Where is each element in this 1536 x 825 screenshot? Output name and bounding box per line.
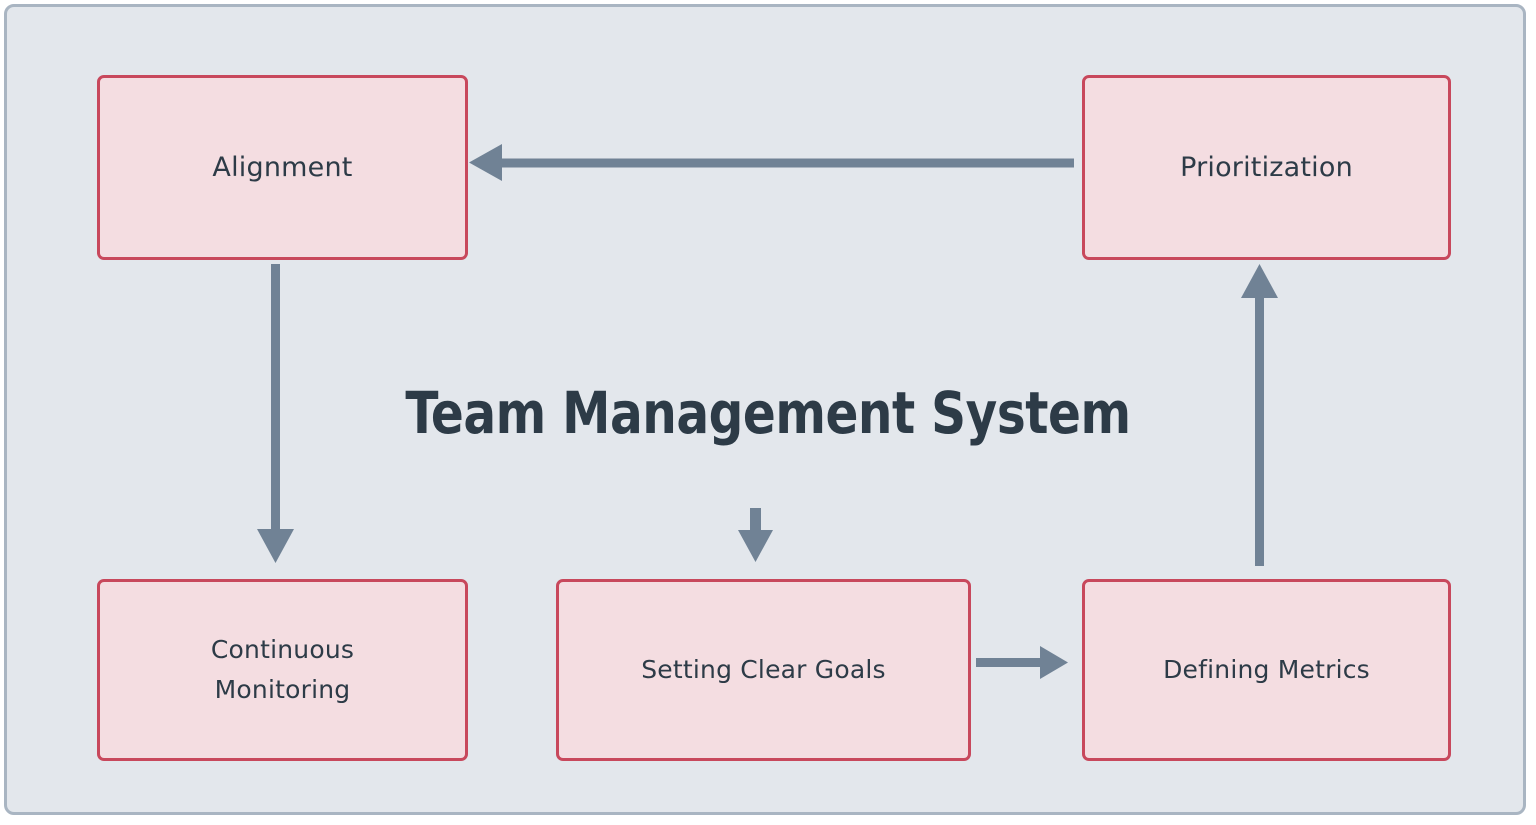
node-setting-clear-goals-label: Setting Clear Goals [641, 654, 886, 684]
node-defining-metrics[interactable]: Defining Metrics [1082, 579, 1451, 761]
node-defining-metrics-label: Defining Metrics [1163, 654, 1370, 684]
node-setting-clear-goals[interactable]: Setting Clear Goals [556, 579, 971, 761]
diagram-title: Team Management System [405, 379, 1131, 447]
node-prioritization[interactable]: Prioritization [1082, 75, 1451, 260]
node-continuous-monitoring[interactable]: Continuous Monitoring [97, 579, 468, 761]
node-continuous-monitoring-label: Continuous Monitoring [210, 634, 355, 705]
node-alignment[interactable]: Alignment [97, 75, 468, 260]
node-alignment-label: Alignment [212, 151, 353, 183]
node-prioritization-label: Prioritization [1180, 151, 1353, 183]
diagram-frame: Alignment Prioritization Continuous Moni… [4, 4, 1526, 815]
